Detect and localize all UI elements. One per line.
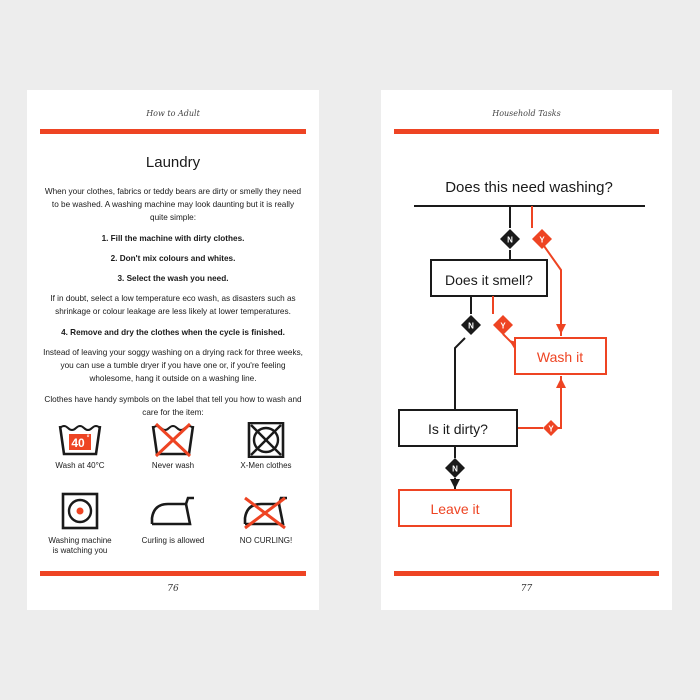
symbol-caption: NO CURLING! (239, 536, 293, 545)
result-leave: Leave it (430, 501, 479, 517)
connector-yes-1b (543, 245, 562, 336)
running-head-left: How to Adult (146, 109, 200, 118)
no-label-3: N (452, 465, 458, 474)
iron-icon (150, 496, 194, 526)
arrow-to-wash-3 (556, 378, 566, 388)
step-2: 2. Don't mix colours and whites. (110, 254, 236, 263)
symbol-never-wash: Never wash (130, 422, 216, 471)
arrow-to-wash-1 (556, 324, 566, 334)
bottom-rule-right (394, 571, 659, 576)
advice-paragraph: If in doubt, select a low temperature ec… (50, 294, 296, 316)
symbol-caption: Never wash (151, 461, 195, 470)
arrow-to-leave (450, 479, 460, 489)
step-1: 1. Fill the machine with dirty clothes. (101, 234, 245, 243)
symbol-caption-line-1: Washing machine (48, 536, 112, 545)
no-label-1: N (507, 236, 513, 245)
symbol-caption: X-Men clothes (240, 461, 292, 470)
step-3: 3. Select the wash you need. (117, 274, 229, 283)
yes-badge-3 (543, 420, 559, 436)
no-badge-1 (500, 229, 520, 249)
connector-no-2b (454, 337, 466, 412)
drying-paragraph: Instead of leaving your soggy washing on… (43, 348, 303, 383)
no-badge-2 (461, 315, 481, 335)
symbol-caption-line-2: is watching you (52, 546, 108, 555)
page-number-left: 76 (167, 584, 179, 594)
question-smell: Does it smell? (445, 272, 533, 288)
left-page: How to Adult Laundry When your clothes, … (27, 90, 319, 610)
symbol-wash-40: 40 ° Wash at 40°C (37, 422, 123, 471)
right-page: Does this need washing? Does it smell? W… (381, 90, 672, 610)
symbol-iron: Curling is allowed (130, 492, 216, 546)
bottom-rule-left (40, 571, 306, 576)
running-head-right: Household Tasks (492, 109, 561, 118)
top-rule-left (40, 129, 306, 134)
question-dirty-box (398, 409, 518, 447)
no-label-2: N (468, 322, 474, 331)
intro-paragraph: When your clothes, fabrics or teddy bear… (44, 187, 302, 222)
page-number-right: 77 (520, 584, 533, 594)
wash-temperature: 40 (71, 436, 85, 450)
yes-badge-1 (532, 229, 552, 249)
symbols-intro: Clothes have handy symbols on the label … (44, 395, 302, 417)
no-badge-3 (445, 458, 465, 478)
symbol-caption: Wash at 40°C (55, 461, 105, 470)
top-rule-right (394, 129, 659, 134)
yes-badge-2 (493, 315, 513, 335)
yes-label-1: Y (539, 236, 545, 245)
x-men-icon (247, 422, 285, 458)
laundry-article: Laundry When your clothes, fabrics or te… (43, 154, 303, 427)
question-dirty: Is it dirty? (428, 421, 488, 437)
article-title: Laundry (145, 154, 201, 171)
step-4: 4. Remove and dry the clothes when the c… (61, 328, 285, 337)
result-wash: Wash it (537, 349, 583, 365)
result-wash-box (514, 337, 607, 375)
flowchart-title: Does this need washing? (445, 179, 613, 196)
degree-sign: ° (87, 434, 90, 442)
wash-40-icon: 40 ° (58, 425, 102, 456)
result-leave-box (398, 489, 512, 527)
question-smell-box (430, 259, 548, 297)
yes-label-3: Y (548, 425, 554, 434)
symbol-x-men: X-Men clothes (223, 422, 309, 471)
symbol-tumble-dry: Washing machine is watching you (37, 492, 123, 556)
never-wash-icon (151, 422, 195, 458)
flowchart: Does this need washing? Does it smell? W… (381, 90, 672, 610)
symbol-no-iron: NO CURLING! (223, 492, 309, 546)
symbol-caption: Curling is allowed (141, 536, 205, 545)
yes-label-2: Y (500, 322, 506, 331)
tumble-dry-icon (61, 492, 99, 530)
no-iron-icon (243, 496, 287, 530)
